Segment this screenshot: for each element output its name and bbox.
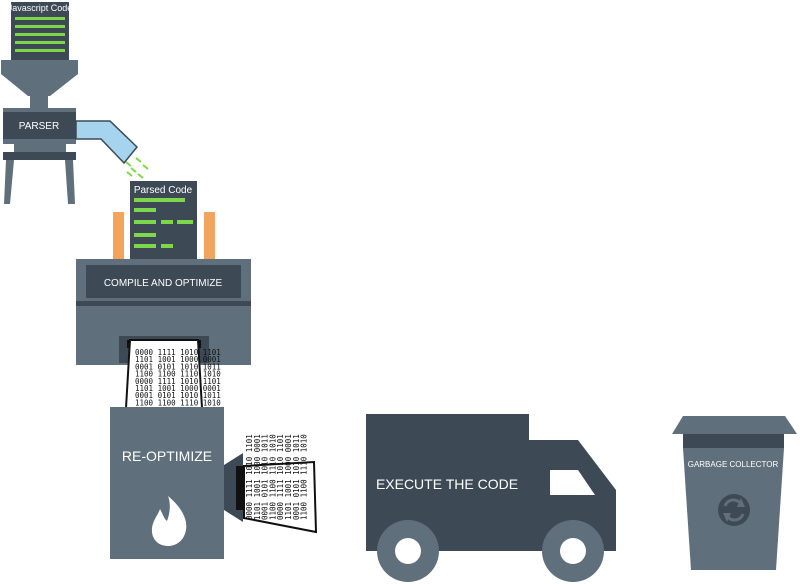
garbage-collector-label: GARBAGE COLLECTOR	[688, 460, 779, 469]
binary-line: 0000 1111 1010 1101	[245, 434, 254, 520]
truck-window	[550, 470, 595, 495]
javascript-code-label: Javascript Code	[8, 3, 73, 13]
binary-line: 1100 1100 1110 1010	[300, 434, 309, 520]
binary-line: 0000 1111 1010 1101	[135, 377, 221, 386]
execute-truck: EXECUTE THE CODE	[366, 414, 616, 582]
binary-line: 0001 0101 1010 1011	[135, 362, 221, 371]
binary-line: 0001 0101 1010 1011	[292, 434, 301, 520]
flame-icon	[151, 496, 187, 546]
parser-machine: PARSER	[1, 60, 149, 204]
binary-line: 0000 1111 1010 1101	[276, 434, 285, 520]
reoptimize-furnace: RE-OPTIMIZE	[110, 407, 246, 559]
javascript-code-sheet: Javascript Code	[8, 2, 73, 60]
binary-line: 1100 1100 1110 1010	[268, 434, 277, 520]
parsed-code-sheet: Parsed Code	[113, 181, 215, 261]
binary-line: 1100 1100 1110 1010	[135, 398, 221, 407]
right-post	[204, 212, 215, 260]
compile-label: COMPILE AND OPTIMIZE	[104, 278, 223, 289]
parser-chute	[75, 120, 139, 165]
left-post	[113, 212, 124, 260]
execute-label: EXECUTE THE CODE	[376, 476, 518, 492]
binary-line: 0001 0101 1010 1011	[135, 391, 221, 400]
binary-line: 1101 1001 1000 0001	[253, 434, 262, 520]
binary-line: 1101 1001 1000 0001	[135, 384, 221, 393]
reoptimize-label: RE-OPTIMIZE	[122, 448, 212, 464]
parser-label: PARSER	[19, 121, 59, 132]
garbage-collector-bin: GARBAGE COLLECTOR	[672, 416, 797, 570]
binary-line: 0000 1111 1010 1101	[135, 348, 221, 357]
binary-line: 0001 0101 1010 1011	[261, 434, 270, 520]
binary-line: 1100 1100 1110 1010	[135, 370, 221, 379]
parsed-particles	[125, 157, 149, 179]
binary-line: 1101 1001 1000 0001	[135, 355, 221, 364]
parsed-code-label: Parsed Code	[134, 185, 193, 196]
binary-line: 1101 1001 1000 0001	[284, 434, 293, 520]
